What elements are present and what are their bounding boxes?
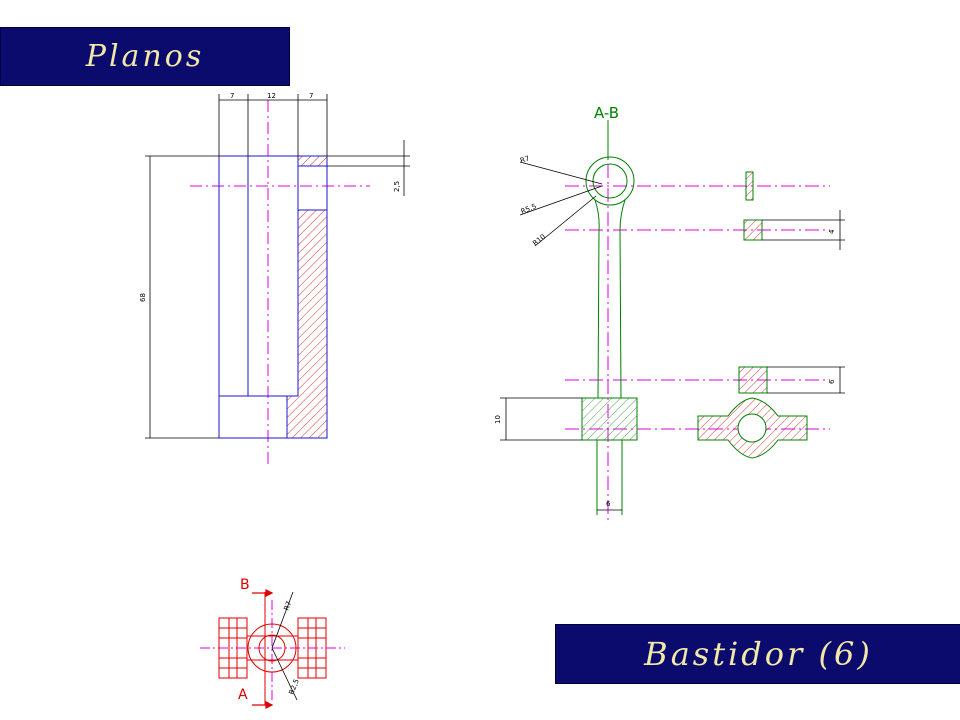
dim-10: 10 [494, 415, 502, 424]
left-hatch-main [286, 209, 328, 439]
right-view: A-B R7 R5,5 R10 4 6 [494, 104, 845, 520]
left-centerlines [190, 100, 370, 468]
section-small-3 [738, 366, 768, 394]
bottom-centerlines [200, 600, 345, 700]
bottom-view: B A R7 R2,5 [200, 577, 345, 709]
section-label-b: B [240, 577, 250, 593]
section-small-2 [743, 219, 763, 241]
title-bastidor-box: Bastidor (6) [555, 624, 960, 684]
section-label-a: A [238, 687, 248, 703]
dim-2-5: 2,5 [393, 181, 401, 192]
section-arrows [252, 589, 274, 709]
rod-base-hatch [581, 397, 638, 441]
dim-r5-5: R5,5 [520, 202, 538, 215]
dim-12: 12 [267, 92, 276, 100]
title-planos: Planos [85, 39, 205, 74]
dim-6-section: 6 [828, 379, 836, 384]
dim-68: 68 [139, 293, 147, 302]
dim-7-left: 7 [230, 92, 234, 100]
dim-6-rod: 6 [606, 500, 611, 508]
section-small-1 [745, 171, 754, 201]
connecting-rod-outline [581, 156, 638, 515]
title-bastidor: Bastidor (6) [644, 635, 873, 673]
dim-7-right: 7 [309, 92, 313, 100]
title-planos-box: Planos [0, 27, 290, 86]
left-view: 7 12 7 2,5 68 [139, 92, 410, 468]
cross-piece-hole [737, 413, 767, 443]
dim-bottom-r2-5: R2,5 [287, 678, 300, 696]
bottom-radius-leaders [271, 591, 298, 701]
section-label-a-b: A-B [594, 104, 619, 122]
bottom-part-outline [218, 592, 327, 705]
dim-r10: R10 [531, 233, 547, 248]
left-hatch-top [297, 155, 328, 167]
radius-leaders [519, 161, 603, 247]
left-dimension-lines [145, 94, 410, 439]
right-dimension-lines [500, 210, 845, 511]
dim-bottom-r7: R7 [282, 600, 293, 612]
dim-r7: R7 [519, 154, 530, 164]
dim-4: 4 [828, 229, 836, 234]
